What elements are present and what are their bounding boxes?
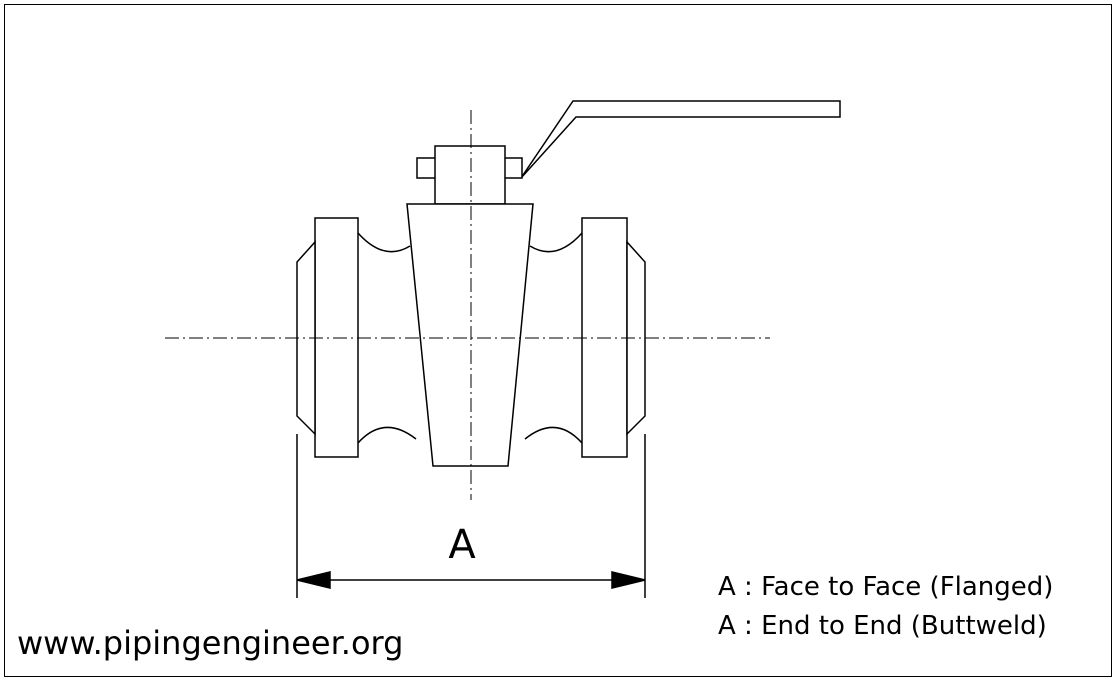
left-arrowhead (296, 571, 331, 589)
legend-face-to-face: A : Face to Face (Flanged) (718, 572, 1054, 602)
right-arrowhead (611, 571, 646, 589)
right-weld-end (626, 240, 646, 436)
valve-handle (520, 100, 841, 179)
legend-end-to-end: A : End to End (Buttweld) (718, 611, 1047, 641)
right-body-neck (524, 232, 583, 444)
valve-body (406, 203, 534, 467)
drawing-frame (4, 4, 1112, 677)
valve-stem (434, 145, 506, 205)
dimension-label: A (448, 522, 476, 568)
website-watermark: www.pipingengineer.org (17, 624, 404, 662)
left-weld-end (296, 240, 316, 436)
left-body-neck (357, 232, 417, 444)
